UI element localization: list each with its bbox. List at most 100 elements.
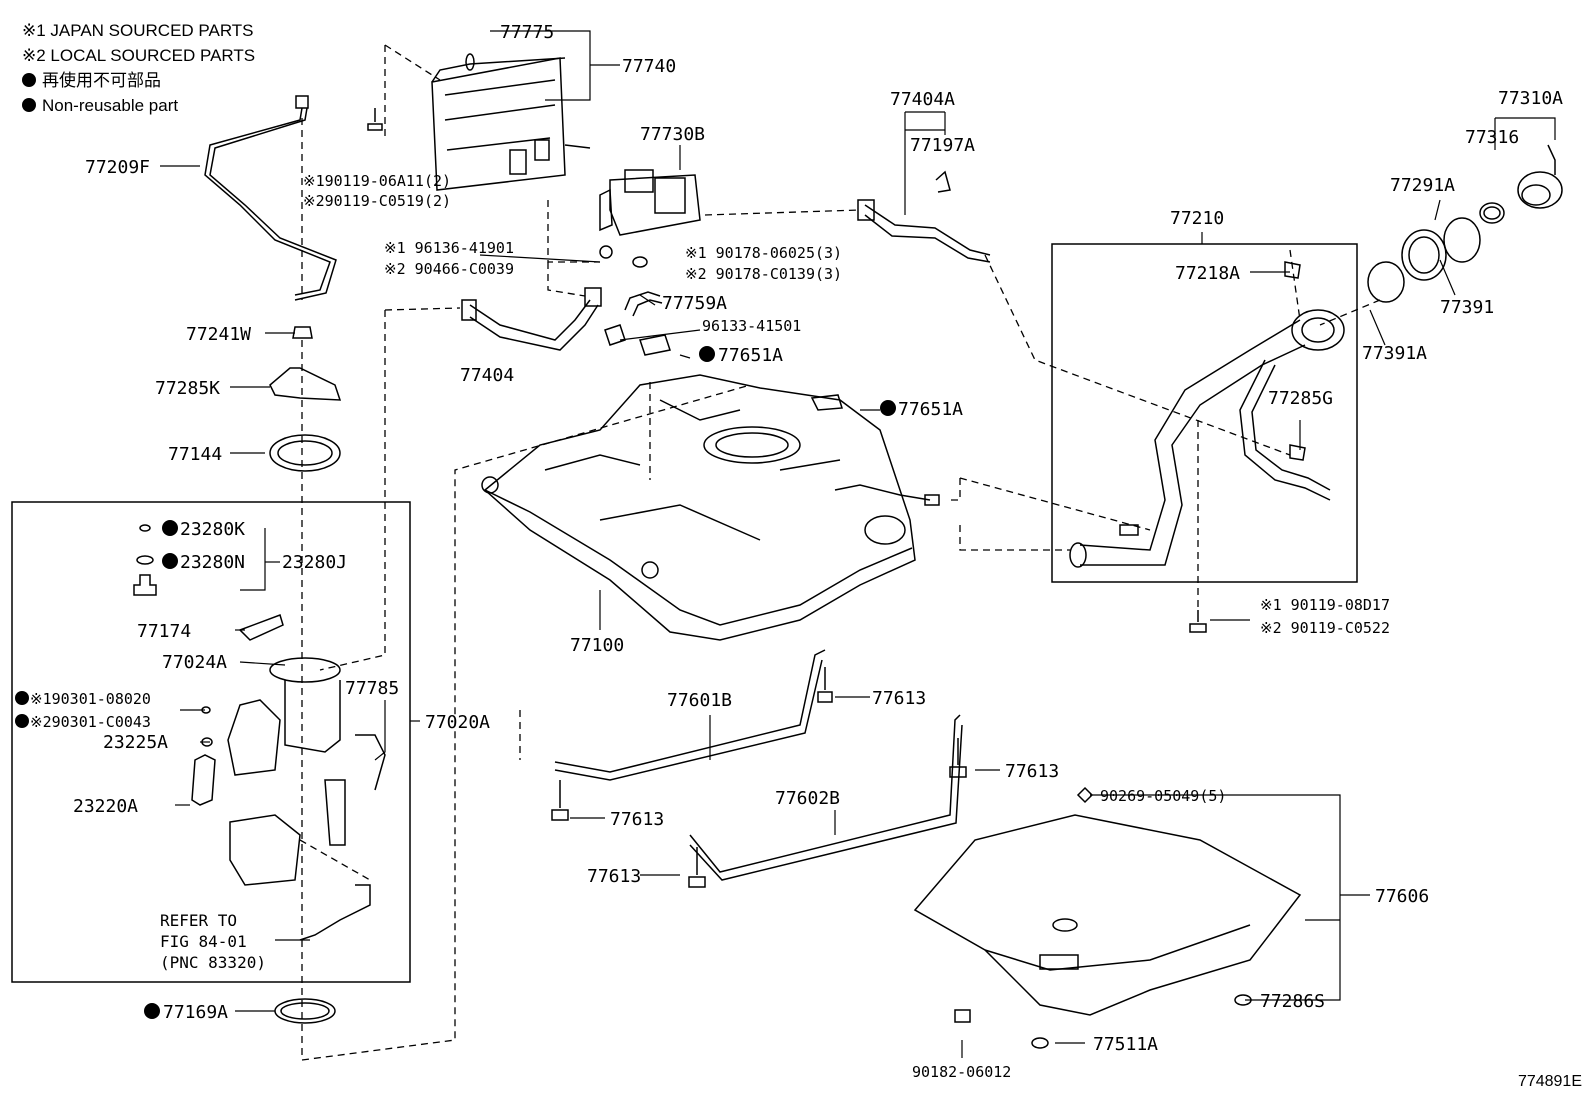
harness-77785-icon [355,734,386,791]
label-90269: 90269-05049(5) [1100,787,1226,805]
bracket-77174-icon [238,614,284,641]
label-77024A: 77024A [162,652,227,673]
label-77613-b: 77613 [1005,761,1059,782]
clip-77286S-icon [1234,994,1252,1006]
pump-assembly-group-box [11,501,411,983]
nut-90182-icon [954,1009,971,1023]
label-77209F: 77209F [85,157,150,178]
clip-96133-icon [604,324,626,346]
hose-77759A-icon [624,291,663,317]
refer-line-3: (PNC 83320) [160,953,266,972]
label-77391: 77391 [1440,297,1494,318]
charcoal-canister-icon [431,53,591,191]
label-oring-jp: ※190301-08020 [30,690,151,708]
clip-77511A-icon [1031,1037,1049,1049]
strap-77602B-icon [689,714,963,881]
label-filler-bolt-jp: ※1 90119-08D17 [1260,596,1390,614]
label-77601B: 77601B [667,690,732,711]
clip-90269-icon [1076,786,1094,804]
oring-23280K-icon [139,524,151,532]
under-cover-icon [913,814,1302,1016]
fuel-tank-icon [481,374,940,641]
label-nut-jp: ※1 90178-06025(3) [685,244,842,262]
pump-23220A-icon [191,754,216,806]
bolts-77613-icon [551,667,967,888]
label-nut-local: ※2 90178-C0139(3) [685,265,842,283]
label-23220A: 23220A [73,796,138,817]
dashed-leaders [299,44,1381,1061]
vent-tube-icon [204,95,337,301]
retainer-ring-77144-icon [269,434,341,472]
label-77310A: 77310A [1498,88,1563,109]
gasket-77316-icon [1479,202,1505,224]
oring-90301-icon [201,706,211,714]
label-77404: 77404 [460,365,514,386]
pad-77651A-2-icon [810,394,843,411]
label-77651A-2: 77651A [898,399,963,420]
legend-local-sourced: ※2 LOCAL SOURCED PARTS [22,46,256,65]
oring-23225A-icon [201,737,213,747]
pad-77651A-icon [639,334,671,356]
sender-gauge-icon [324,779,346,846]
label-77241W: 77241W [186,324,251,345]
label-77285K: 77285K [155,378,220,399]
hose-77404A-icon [857,199,991,263]
label-77785: 77785 [345,678,399,699]
refer-line-1: REFER TO [160,911,238,930]
hose-77404-icon [461,287,602,351]
label-77286S: 77286S [1260,991,1325,1012]
legend: ※1 JAPAN SOURCED PARTS ※2 LOCAL SOURCED … [22,18,255,118]
label-77218A: 77218A [1175,263,1240,284]
label-77020A: 77020A [425,712,490,733]
refer-note: REFER TO FIG 84-01 (PNC 83320) [160,910,266,973]
label-77174: 77174 [137,621,191,642]
oring-77391A-icon [1367,261,1405,303]
label-77210: 77210 [1170,208,1224,229]
label-77740: 77740 [622,56,676,77]
harness-sender-icon [299,884,371,941]
vapor-valve-icon [599,169,701,236]
label-77144: 77144 [168,444,222,465]
legend-non-reusable-jp: 再使用不可部品 [22,68,255,93]
legend-japan-sourced: ※1 JAPAN SOURCED PARTS [22,21,254,40]
label-filler-bolt-local: ※2 90119-C0522 [1260,619,1390,637]
label-77511A: 77511A [1093,1034,1158,1055]
label-oring-local: ※290301-C0043 [30,713,151,731]
clamp-77197A-icon [935,170,951,193]
non-reusable-markers [15,346,896,1019]
label-77291A: 77291A [1390,175,1455,196]
strap-77601B-icon [554,649,826,781]
label-90182: 90182-06012 [912,1063,1011,1081]
label-96133: 96133-41501 [702,317,801,335]
cap-ring-77291A-icon [1401,229,1447,281]
clamp-77218A-icon [1284,261,1301,279]
filler-pipe-group-box [1051,243,1358,583]
pump-case-icon [229,814,301,886]
filler-pipe-icon [1069,309,1345,568]
label-clip-jp: ※1 96136-41901 [384,239,514,257]
fuel-cap-icon [1517,144,1563,209]
label-77775: 77775 [500,22,554,43]
label-77197A: 77197A [910,135,975,156]
leader-lines [160,30,1556,1058]
label-bolt-local: ※290119-C0519(2) [303,192,451,210]
label-23280K: 23280K [180,519,245,540]
clip-77241W-icon [292,326,313,339]
label-23280J: 23280J [282,552,347,573]
label-77730B: 77730B [640,124,705,145]
oring-23280N-icon [136,555,154,565]
label-77404A: 77404A [890,89,955,110]
clamp-77285G-icon [1289,444,1306,461]
bolt-filler-icon [1189,610,1207,633]
label-77759A: 77759A [662,293,727,314]
label-23225A: 23225A [103,732,168,753]
fuel-pump-assembly-icon [227,657,341,776]
clip-icon [599,245,613,259]
label-77316: 77316 [1465,127,1519,148]
non-reusable-bullet-icon [22,73,36,87]
label-23280N: 23280N [180,552,245,573]
figure-id: 774891E [1517,1073,1582,1090]
label-77602B: 77602B [775,788,840,809]
label-77285G: 77285G [1268,388,1333,409]
